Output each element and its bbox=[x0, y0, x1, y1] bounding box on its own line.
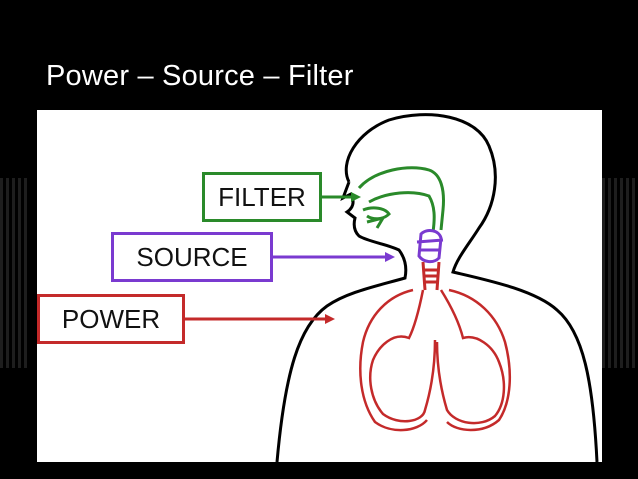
power-label: POWER bbox=[61, 304, 161, 334]
respiratory-diagram: FILTER SOURCE POWER bbox=[37, 110, 602, 462]
larynx bbox=[416, 229, 444, 264]
right-lung bbox=[435, 289, 506, 425]
filter-label-box: FILTER bbox=[202, 172, 322, 222]
filter-arrow bbox=[322, 192, 361, 202]
left-lung-outer bbox=[359, 288, 428, 432]
body-outline bbox=[275, 113, 599, 462]
trachea bbox=[421, 261, 441, 291]
power-label-box: POWER bbox=[37, 294, 185, 344]
source-arrow bbox=[273, 252, 395, 262]
decorative-stripes-left bbox=[0, 178, 30, 368]
right-lung-outer bbox=[446, 288, 512, 432]
source-label: SOURCE bbox=[136, 242, 248, 272]
nasal-cavity bbox=[357, 166, 445, 233]
decorative-stripes-right bbox=[602, 178, 638, 368]
body-outline-illustration bbox=[185, 113, 599, 462]
slide-title: Power – Source – Filter bbox=[46, 60, 354, 92]
source-label-box: SOURCE bbox=[111, 232, 273, 282]
power-arrow bbox=[185, 314, 335, 324]
filter-label: FILTER bbox=[218, 182, 306, 212]
left-lung bbox=[369, 289, 437, 423]
